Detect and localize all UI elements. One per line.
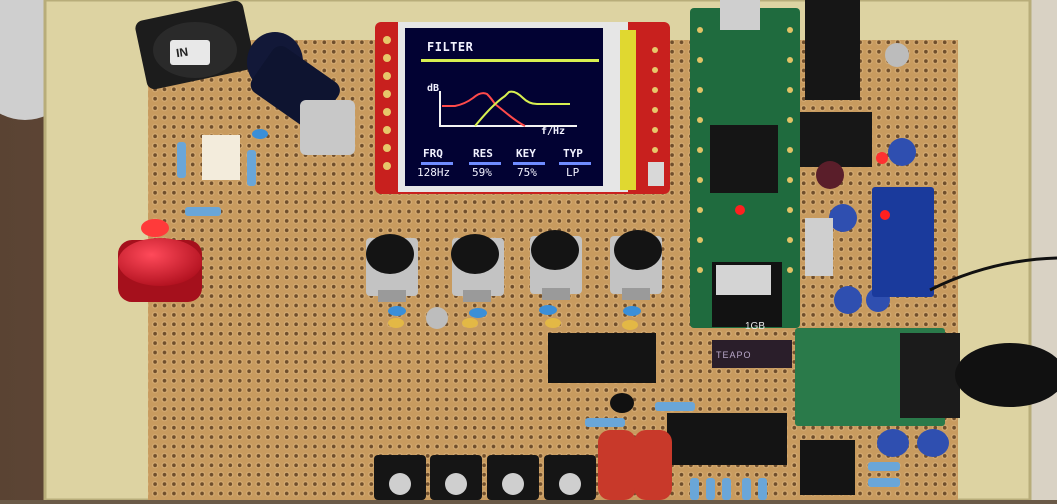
dc-power-jack [805,0,860,100]
screw-terminal [885,43,909,67]
param-value-frq: 128Hz [417,166,451,179]
lcd-filter-graph [439,90,577,127]
charger-led [880,210,890,220]
heatsink-component [805,218,833,276]
lcd-x-axis-label: f/Hz [541,126,566,137]
lcd-title: FILTER [427,40,474,54]
param-bar-res [469,162,501,165]
bottom-jack-nuts [389,473,581,495]
tft-header-pins [383,36,658,170]
lcd-title-underline [421,59,599,62]
red-led-right [876,152,888,164]
mcu-chip [710,125,778,193]
ic-chip-3 [800,440,855,495]
param-label-key: KEY [516,147,536,160]
ribbon-module [712,340,792,368]
mcu-header-pins [697,27,793,273]
capacitor-maroon [816,161,844,189]
charger-module [872,187,934,297]
encoder-frq [366,234,418,302]
capacitor-blue-bottom-1 [877,429,909,457]
param-value-key: 75% [517,166,537,179]
param-bar-frq [421,162,453,165]
red-led [735,205,745,215]
param-bar-key [513,162,545,165]
usb-cable [929,256,1057,292]
param-value-res: 59% [472,166,492,179]
sd-card-label-graphic: 1GB [745,321,765,332]
ic-chip-2 [667,413,787,465]
capacitor-blue-bottom-2 [917,429,949,457]
encoder-typ [610,230,662,300]
lcd-screen: FILTER dB f/Hz FRQ RES KEY TYP 128Hz 59%… [405,28,603,186]
capacitor-blue-3 [834,286,862,314]
voltage-regulator [800,112,872,167]
relay-component [202,135,240,180]
input-gain-knob [135,0,355,155]
tft-ribbon [620,30,636,190]
red-push-button [118,219,202,302]
capacitor-blue [888,138,916,166]
small-yellow-caps [388,305,641,330]
param-label-typ: TYP [563,147,583,160]
lcd-axes [439,91,577,127]
small-tactile-button [426,307,448,329]
module-label: TEAPO [716,350,752,360]
ic-chip-1 [548,333,656,383]
left-resistors [177,129,268,216]
lcd-y-axis-label: dB [427,83,440,94]
audio-plug [955,343,1057,407]
resistor-mid-1 [655,402,695,411]
lcd-curve-red [442,92,526,127]
transistor [610,393,634,413]
film-capacitor-2 [634,430,672,500]
tft-button [648,162,664,186]
param-label-frq: FRQ [423,147,443,160]
usb-connector [720,0,760,30]
audio-jack [900,333,960,418]
sd-card-socket [716,265,771,295]
param-value-typ: LP [566,166,580,179]
resistor-mid-2 [585,418,625,427]
capacitor-blue-2 [829,204,857,232]
lcd-curve-yellow [474,90,570,127]
bottom-resistors [690,462,900,500]
param-label-res: RES [473,147,493,160]
encoder-res [451,234,504,302]
encoder-key [530,230,582,300]
film-capacitor-1 [598,430,636,500]
param-bar-typ [559,162,591,165]
